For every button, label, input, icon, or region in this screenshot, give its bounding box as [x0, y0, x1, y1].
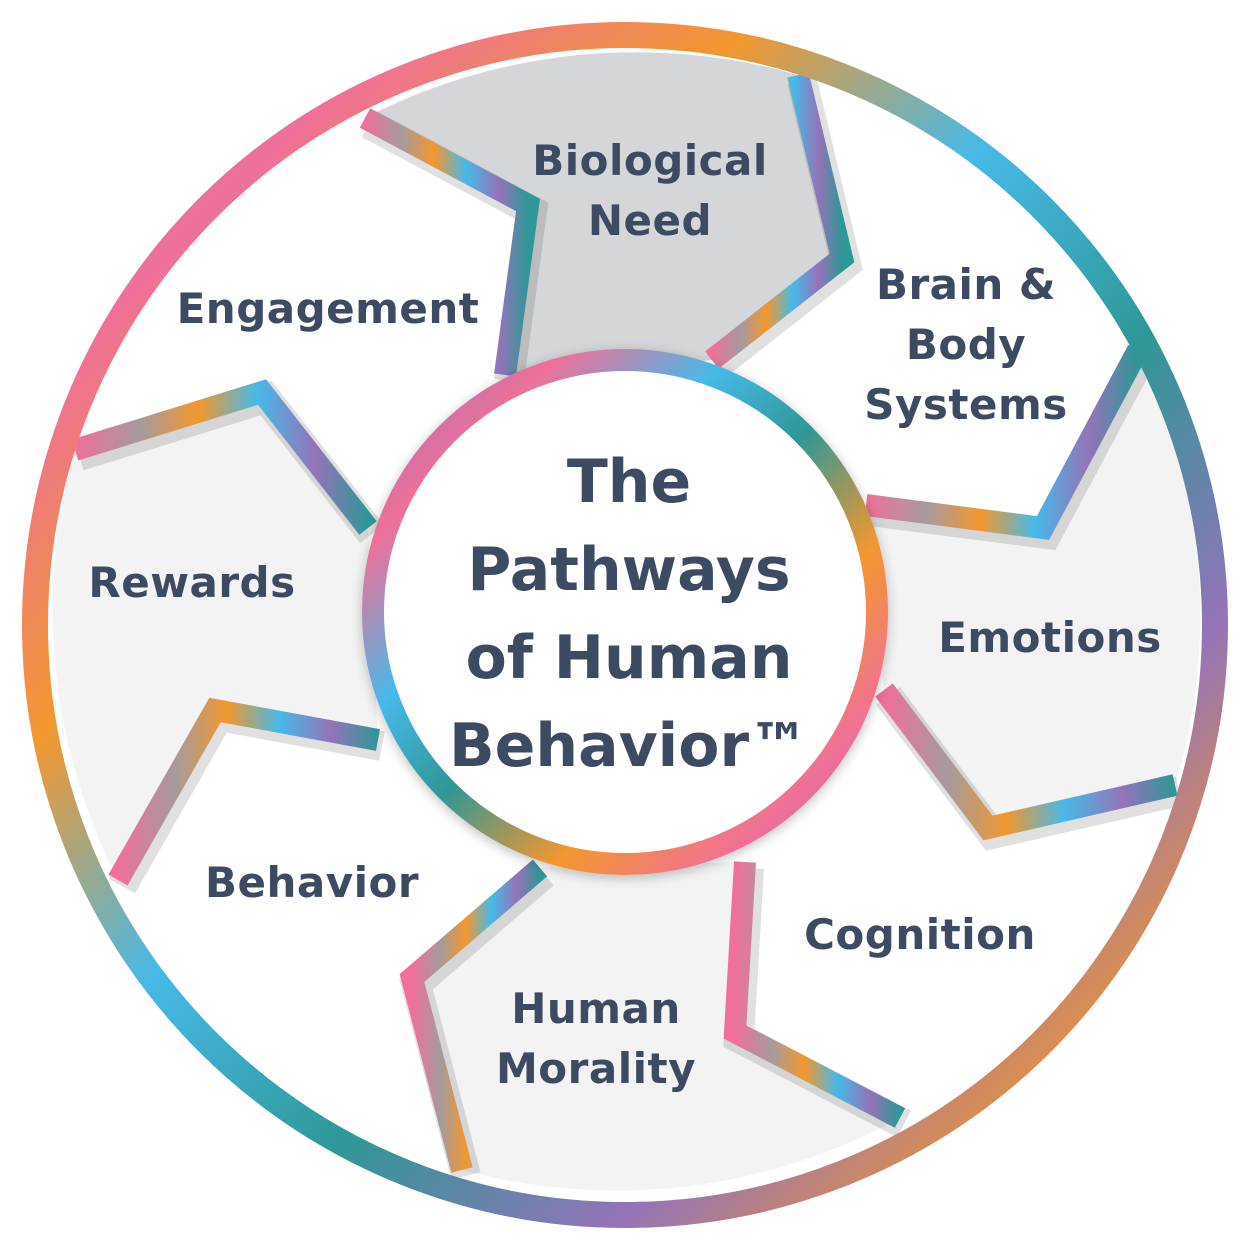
- segment-label-brain-body-systems: Body: [906, 320, 1026, 369]
- divider-stripe: [399, 859, 548, 1173]
- segment-panel-cognition: [735, 690, 1175, 1118]
- center-circle: [362, 349, 888, 875]
- divider-stripe: [864, 344, 1148, 540]
- center-title-line: The: [567, 447, 691, 517]
- segment-panel-emotions: [866, 350, 1201, 828]
- segment-panel-brain-body-systems: [712, 75, 1138, 528]
- divider-stripe: [359, 108, 540, 377]
- divider-stripe: [71, 379, 377, 535]
- segment-panels: [52, 52, 1201, 1191]
- segment-dividers: [71, 72, 1183, 1180]
- segment-label-emotions: Emotions: [938, 613, 1162, 662]
- outer-ring: [22, 22, 1228, 1228]
- segment-label-brain-body-systems: Brain &: [876, 260, 1056, 309]
- segment-label-behavior: Behavior: [205, 858, 419, 907]
- segment-panel-human-morality: [412, 862, 900, 1191]
- segment-panel-engagement: [75, 118, 528, 528]
- segment-label-human-morality: Morality: [496, 1044, 696, 1093]
- segment-label-cognition: Cognition: [804, 910, 1036, 959]
- center-title-line: of Human: [466, 623, 793, 693]
- center-title-line: Pathways: [467, 535, 790, 605]
- segment-label-engagement: Engagement: [177, 284, 480, 333]
- segment-label-human-morality: Human: [511, 984, 681, 1033]
- divider-stripe: [108, 697, 380, 886]
- divider-stripe: [875, 683, 1178, 841]
- segment-panel-biological-need: [365, 52, 842, 376]
- segment-label-brain-body-systems: Systems: [864, 380, 1067, 429]
- center-title-line: Behavior™: [449, 711, 809, 781]
- segment-label-biological-need: Need: [588, 196, 712, 245]
- divider-stripe: [723, 861, 906, 1128]
- divider-stripe: [705, 72, 855, 369]
- segment-label-rewards: Rewards: [88, 558, 295, 607]
- segment-panel-rewards: [52, 392, 379, 880]
- segment-panel-behavior: [118, 710, 540, 1170]
- segment-label-biological-need: Biological: [532, 136, 768, 185]
